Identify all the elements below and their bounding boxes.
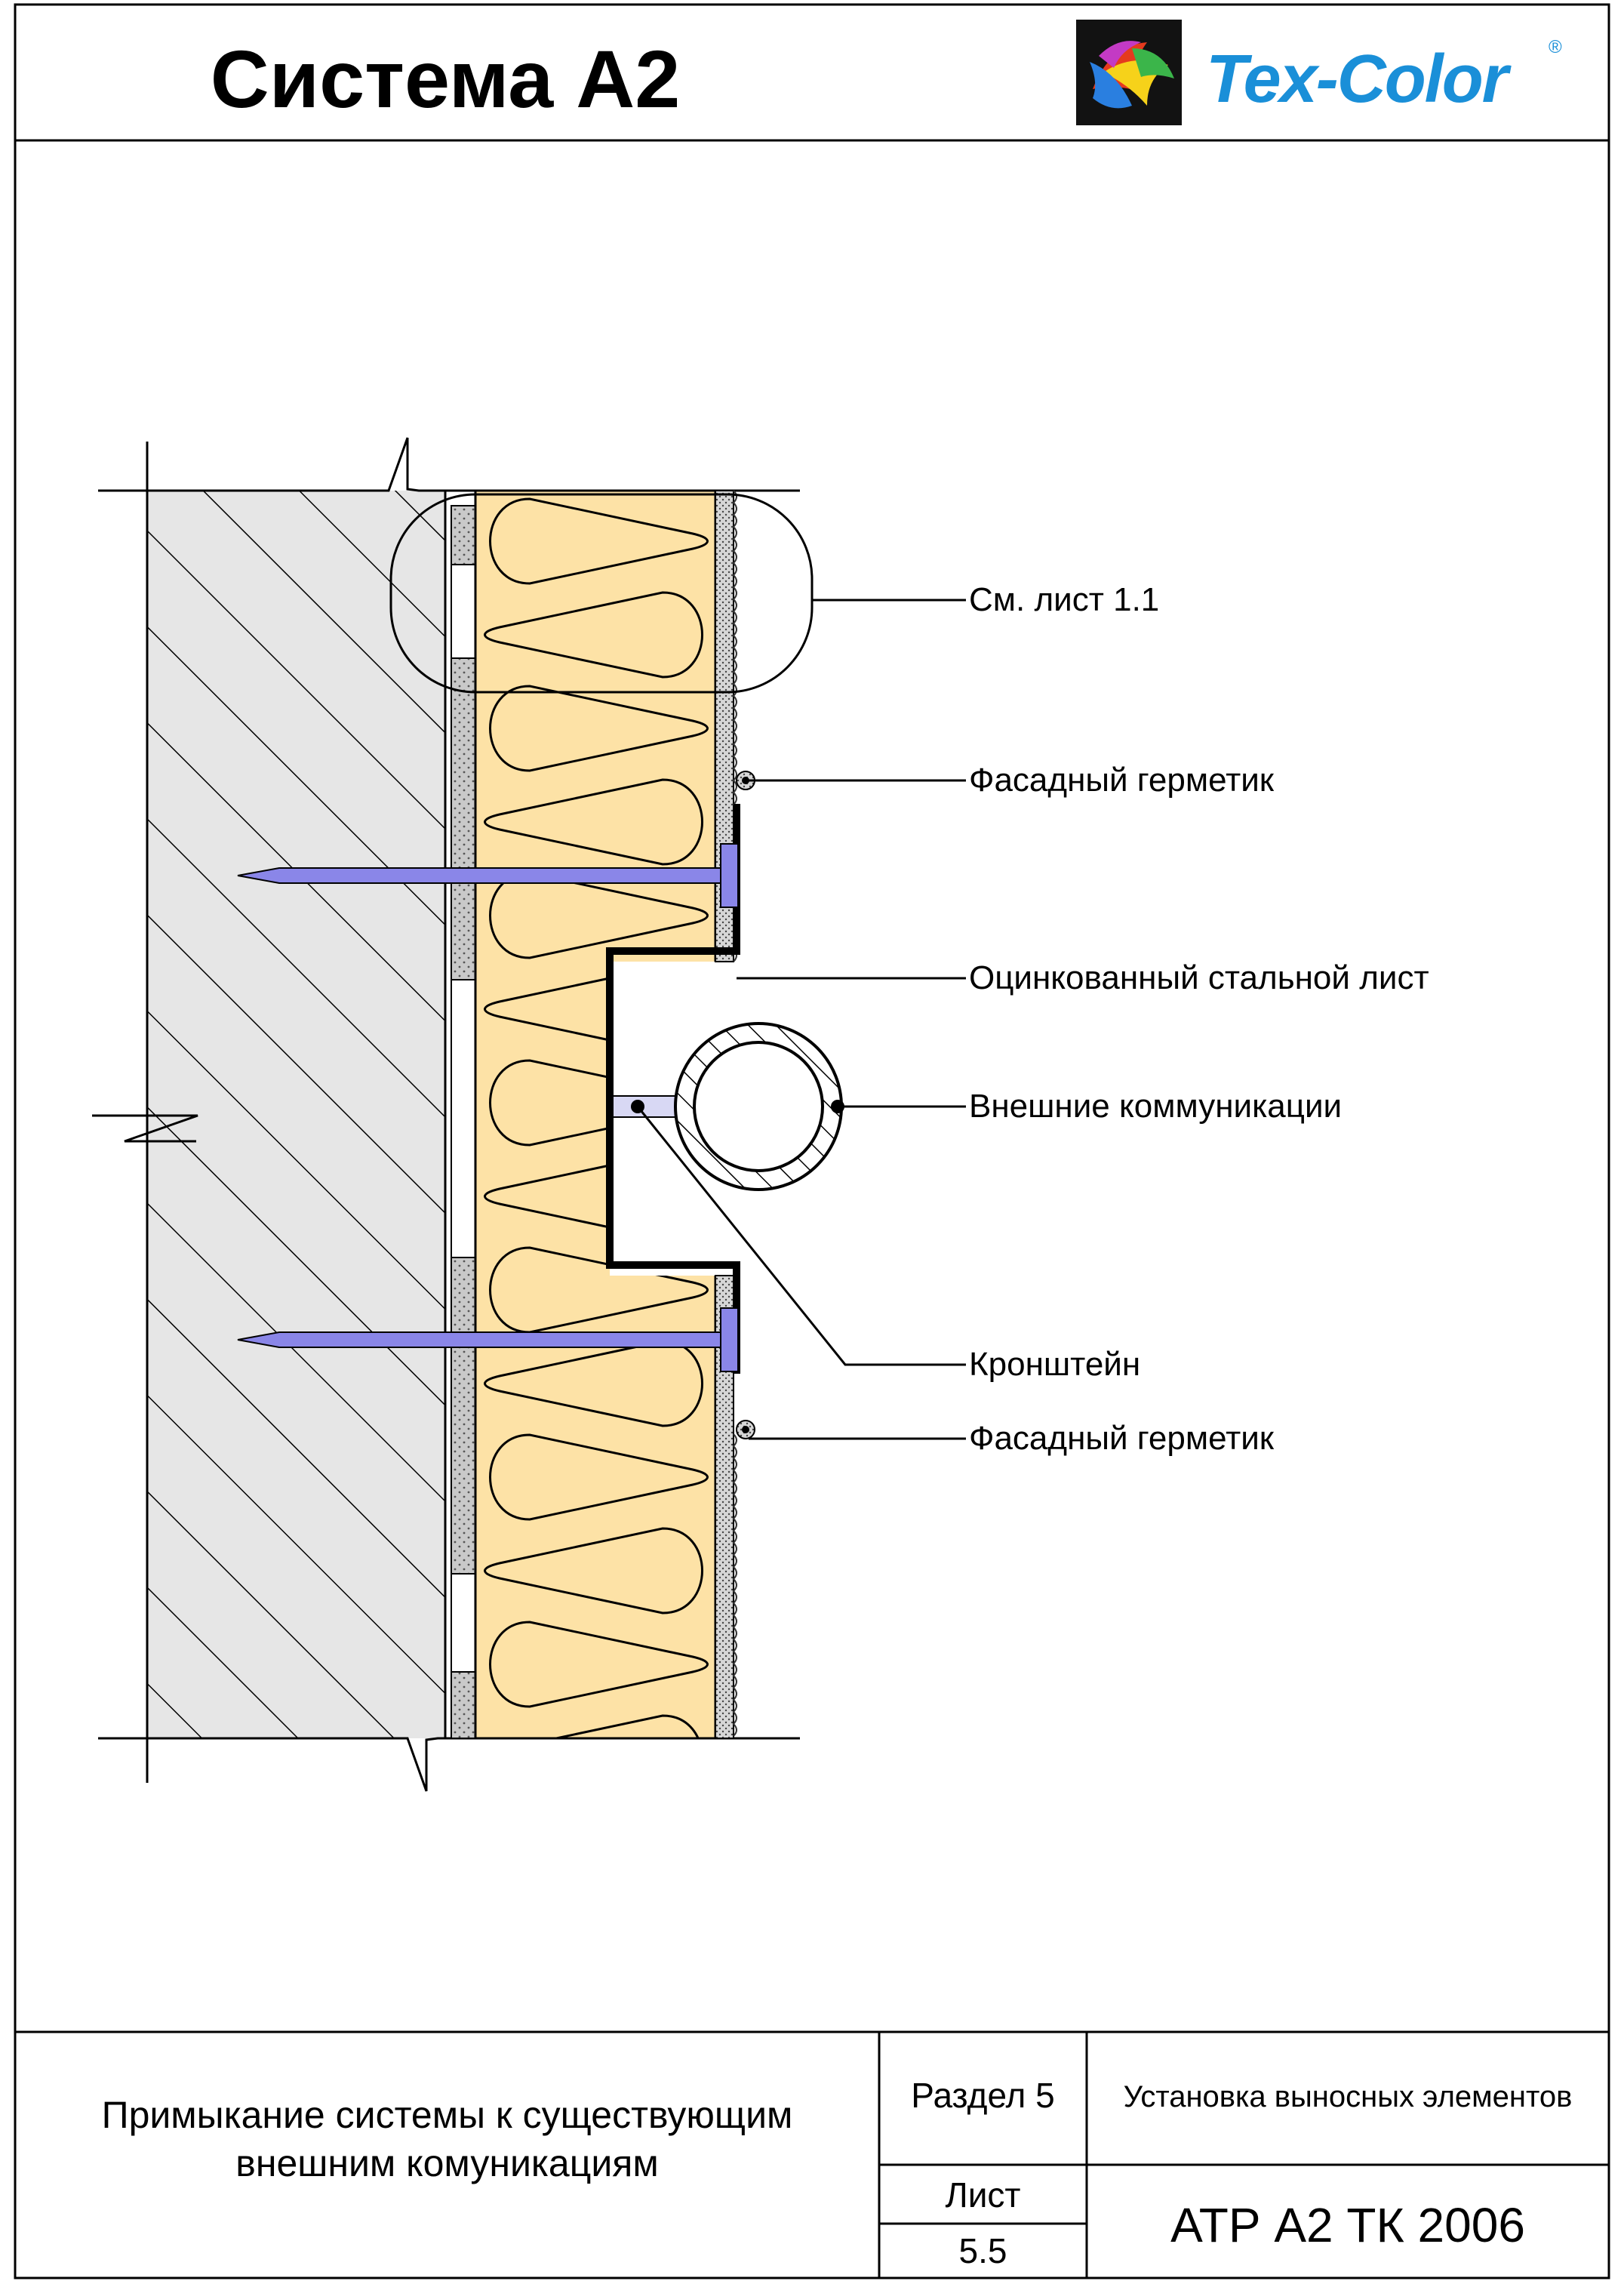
leader-lines: [636, 599, 966, 1440]
sheet-frame: [14, 3, 1610, 2279]
callout-see-sheet: См. лист 1.1: [969, 581, 1160, 618]
logo-registered-mark: ®: [1549, 37, 1562, 57]
insulation-fiber-loop: [484, 1340, 703, 1427]
insulation-fiber-loop: [550, 1714, 700, 1738]
title-block-doc-code: АТР А2 ТК 2006: [1170, 2198, 1525, 2252]
title-block-description-line2: внешним комуникациям: [235, 2142, 659, 2184]
title-block-sheet-number: 5.5: [958, 2231, 1007, 2270]
title-block-description-line1: Примыкание системы к существующим: [101, 2094, 793, 2136]
callout-external-communications: Внешние коммуникации: [969, 1088, 1343, 1125]
insulation-fiber-loop: [491, 1809, 708, 1894]
detail-reference-oval: [389, 493, 814, 694]
title-block-section-label: Раздел 5: [911, 2076, 1055, 2115]
page-title: Система А2: [210, 33, 681, 125]
adhesive-layer: [451, 505, 476, 1739]
insulation-fiber-loop: [489, 685, 709, 772]
insulation-fiber-loop: [484, 591, 703, 679]
insulation-fiber-loop: [489, 872, 709, 959]
callout-facade-sealant-top: Фасадный герметик: [969, 762, 1275, 799]
insulation-fiber-loop: [489, 497, 709, 585]
callout-facade-sealant-bottom: Фасадный герметик: [969, 1420, 1275, 1457]
callout-galvanized-steel-sheet: Оцинкованный стальной лист: [969, 959, 1429, 996]
existing-wall: [146, 442, 447, 1783]
external-pipe: [674, 1022, 844, 1191]
anchor-bottom: [237, 1307, 739, 1372]
tex-color-logo-icon: [1076, 20, 1182, 125]
callout-bracket: Кронштейн: [969, 1346, 1141, 1383]
logo-text: Tex-Color: [1206, 42, 1509, 117]
title-block-sheet-label: Лист: [945, 2175, 1021, 2215]
anchor-top: [237, 843, 739, 908]
insulation-fiber-loop: [484, 778, 703, 866]
title-block-section-name: Установка выносных элементов: [1123, 2080, 1573, 2113]
insulation-fiber-loop: [489, 1246, 709, 1334]
title-block-frame: [15, 2030, 1609, 2278]
insulation-fiber-loop: [489, 1621, 709, 1708]
insulation-fiber-loop: [489, 1433, 709, 1521]
insulation-fiber-loop: [484, 1527, 703, 1615]
